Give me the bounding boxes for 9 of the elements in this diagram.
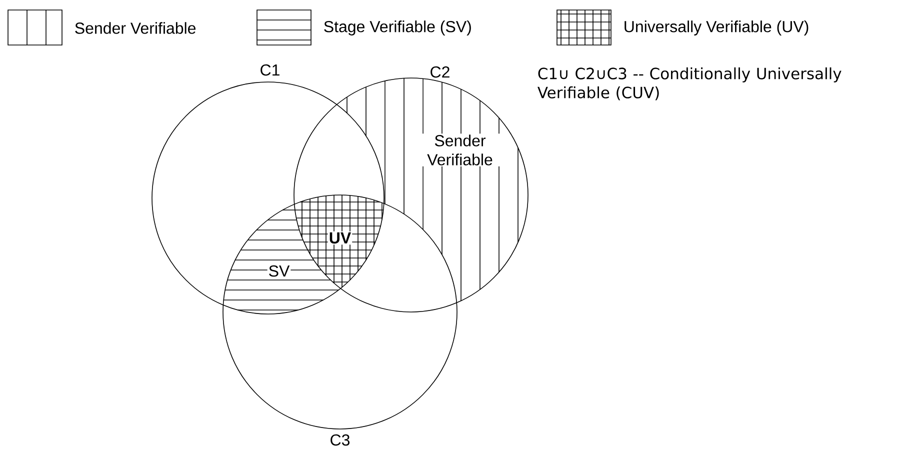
- region-label: SV: [267, 264, 291, 278]
- legend-label: Stage Verifiable (SV): [324, 20, 471, 36]
- circle-label: C2: [430, 66, 450, 78]
- circle-label: C1: [260, 64, 280, 76]
- union-caption: C1∪ C2∪C3 -- Conditionally Universally Verifiable (CUV): [538, 67, 842, 100]
- circle-label: C3: [330, 434, 350, 446]
- region-label: Sender Verifiable: [419, 134, 501, 166]
- legend-label: Sender Verifiable: [75, 22, 196, 34]
- legend-label: Universally Verifiable (UV): [624, 20, 808, 36]
